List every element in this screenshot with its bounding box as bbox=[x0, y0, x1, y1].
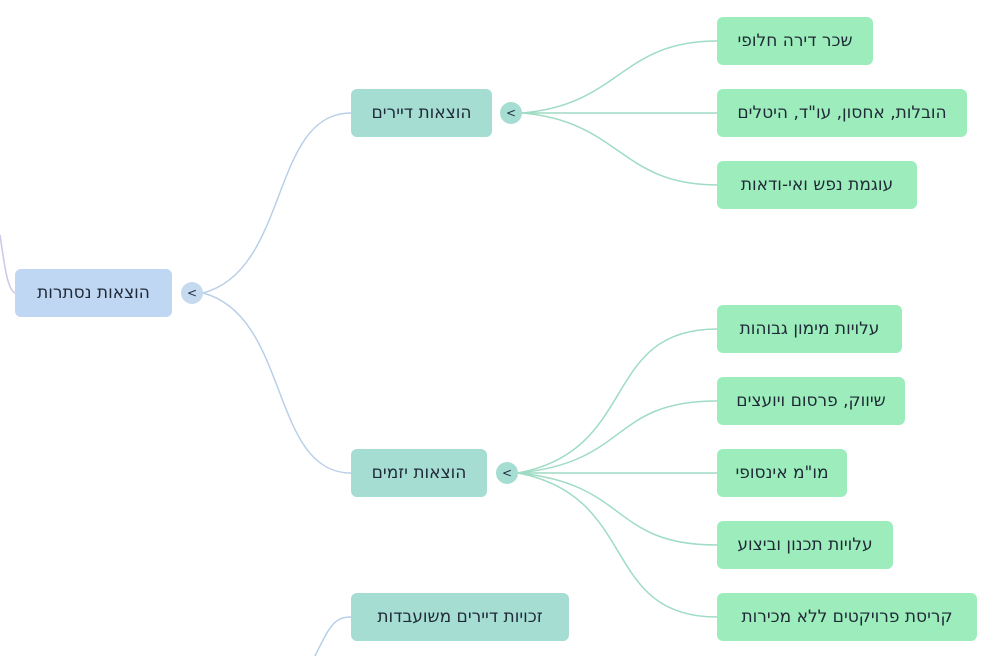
edge-root-branch-2 bbox=[202, 292, 352, 474]
leaf-node-label: מו"מ אינסופי bbox=[735, 463, 829, 483]
chevron-left-icon: < bbox=[505, 106, 517, 120]
branch-1-collapse-toggle[interactable]: < bbox=[500, 102, 522, 124]
leaf-node-label: קריסת פרויקטים ללא מכירות bbox=[741, 607, 953, 627]
leaf-node-label: עלויות תכנון וביצוע bbox=[737, 535, 873, 555]
branch-node-developer-expenses[interactable]: הוצאות יזמים bbox=[351, 449, 487, 497]
edge-b2-c1 bbox=[517, 328, 718, 474]
leaf-node-label: עלויות מימון גבוהות bbox=[739, 319, 880, 339]
edge-root-branch-1 bbox=[202, 112, 352, 294]
leaf-node-label: שיווק, פרסום ויועצים bbox=[736, 391, 886, 411]
leaf-node[interactable]: הובלות, אחסון, עו"ד, היטלים bbox=[717, 89, 967, 137]
edge-b1-c1 bbox=[521, 40, 718, 114]
branch-node-mortgaged-rights[interactable]: זכויות דיירים משועבדות bbox=[351, 593, 569, 641]
edge-b2-c2 bbox=[517, 400, 718, 474]
root-node[interactable]: הוצאות נסתרות bbox=[15, 269, 172, 317]
leaf-node[interactable]: עלויות תכנון וביצוע bbox=[717, 521, 893, 569]
chevron-left-icon: < bbox=[186, 286, 198, 300]
edge-b2-c4 bbox=[517, 472, 718, 546]
leaf-node-label: שכר דירה חלופי bbox=[737, 31, 853, 51]
edge-b1-c3 bbox=[521, 112, 718, 186]
leaf-node[interactable]: עלויות מימון גבוהות bbox=[717, 305, 902, 353]
leaf-node[interactable]: שיווק, פרסום ויועצים bbox=[717, 377, 905, 425]
leaf-node[interactable]: שכר דירה חלופי bbox=[717, 17, 873, 65]
branch-node-tenant-expenses[interactable]: הוצאות דיירים bbox=[351, 89, 492, 137]
root-node-label: הוצאות נסתרות bbox=[37, 283, 150, 303]
chevron-left-icon: < bbox=[501, 466, 513, 480]
leaf-node-label: עוגמת נפש ואי-ודאות bbox=[740, 175, 894, 195]
leaf-node[interactable]: קריסת פרויקטים ללא מכירות bbox=[717, 593, 977, 641]
edge-b2-c5 bbox=[517, 472, 718, 618]
edge-offscreen-branch-3 bbox=[314, 616, 352, 656]
root-collapse-toggle[interactable]: < bbox=[181, 282, 203, 304]
leaf-node-label: הובלות, אחסון, עו"ד, היטלים bbox=[737, 103, 947, 123]
branch-node-label: זכויות דיירים משועבדות bbox=[377, 607, 543, 627]
branch-node-label: הוצאות יזמים bbox=[371, 463, 467, 483]
branch-2-collapse-toggle[interactable]: < bbox=[496, 462, 518, 484]
edge-offscreen-root bbox=[0, 234, 16, 294]
leaf-node[interactable]: מו"מ אינסופי bbox=[717, 449, 847, 497]
leaf-node[interactable]: עוגמת נפש ואי-ודאות bbox=[717, 161, 917, 209]
branch-node-label: הוצאות דיירים bbox=[371, 103, 472, 123]
